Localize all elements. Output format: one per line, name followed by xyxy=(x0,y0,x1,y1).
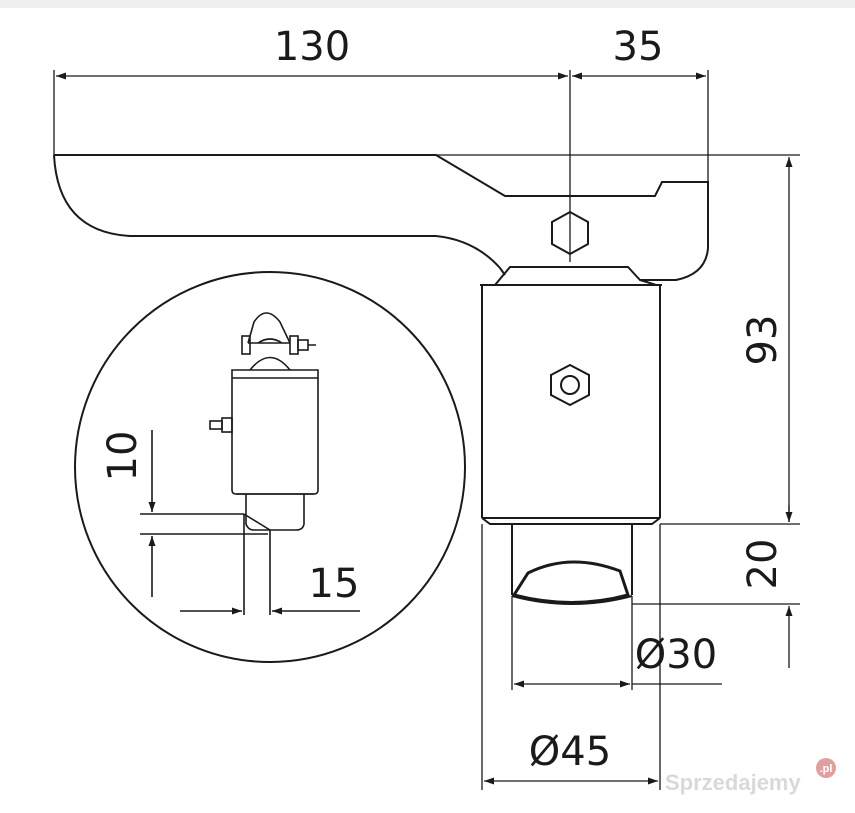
detail-dim-15-label: 15 xyxy=(309,561,360,607)
dim-dia45-label: Ø45 xyxy=(529,729,611,775)
bracket-arm xyxy=(53,154,709,281)
pin xyxy=(511,524,633,605)
watermark-logo: Sprzedajemy .pl xyxy=(665,758,836,795)
detail-dim-10-label: 10 xyxy=(100,431,146,482)
detail-circle xyxy=(74,271,466,663)
dim-130-label: 130 xyxy=(274,24,350,70)
body-hex-nut xyxy=(550,363,590,407)
dim-35-label: 35 xyxy=(613,24,664,70)
swivel-body xyxy=(481,285,661,525)
top-border xyxy=(0,0,855,8)
watermark-text: Sprzedajemy xyxy=(665,770,801,795)
dim-dia30-label: Ø30 xyxy=(635,632,717,678)
swivel-collar xyxy=(494,266,657,286)
dim-93-label: 93 xyxy=(740,315,786,366)
watermark-badge-text: .pl xyxy=(820,763,833,775)
dimension-lines xyxy=(53,70,800,790)
dim-20-label: 20 xyxy=(740,539,786,590)
watermark-badge xyxy=(816,758,836,778)
